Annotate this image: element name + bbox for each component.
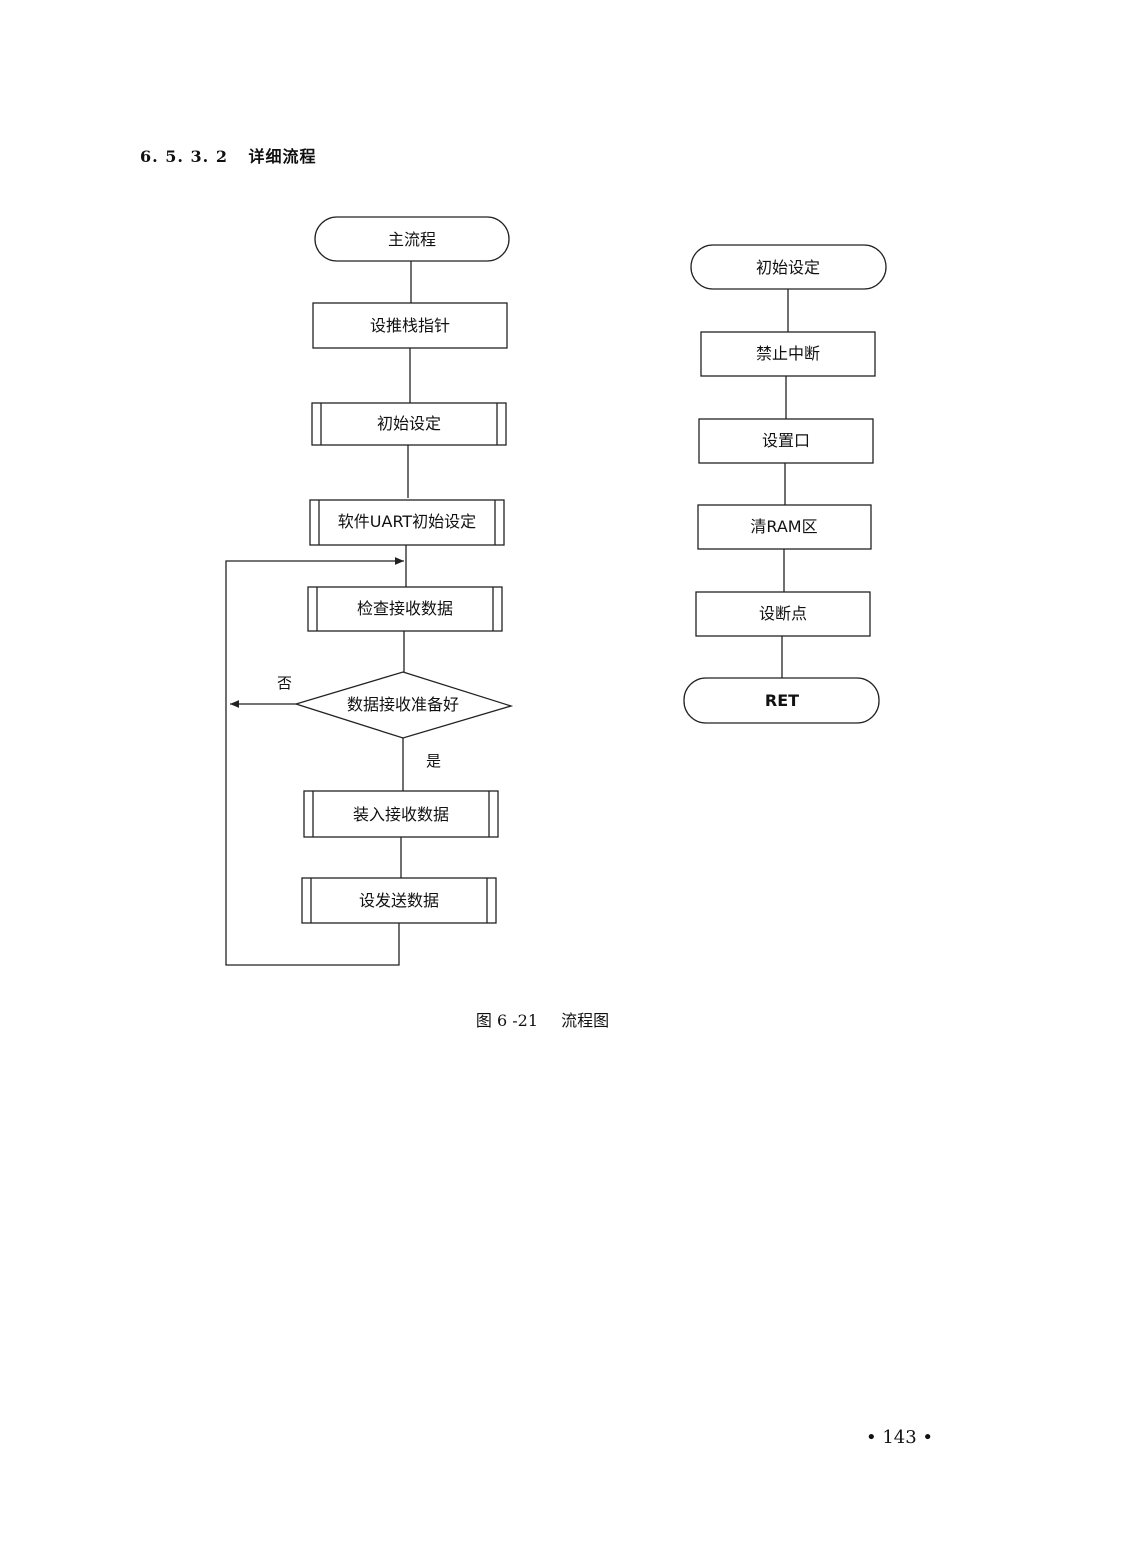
init-end-label: RET <box>765 691 799 710</box>
init-start-terminator: 初始设定 <box>690 244 887 290</box>
subroutine-initial-setup: 初始设定 <box>311 402 507 446</box>
step-set-ports: 设置口 <box>698 418 874 464</box>
step-clear-ram: 清RAM区 <box>697 504 872 550</box>
step-set-stack-pointer-label: 设推栈指针 <box>370 316 450 335</box>
main-start-terminator: 主流程 <box>314 216 510 262</box>
step-set-breakpoint-label: 设断点 <box>759 604 807 623</box>
subroutine-soft-uart-setup-label: 软件UART初始设定 <box>338 512 476 531</box>
figure-number: 图 6 -21 <box>475 1011 538 1030</box>
yes-branch-label: 是 <box>426 752 441 770</box>
step-set-stack-pointer: 设推栈指针 <box>312 302 508 349</box>
step-clear-ram-label: 清RAM区 <box>750 517 817 536</box>
figure-title: 流程图 <box>561 1011 610 1030</box>
page-number: • 143 • <box>866 1427 934 1448</box>
subroutine-set-transmit-label: 设发送数据 <box>359 891 439 910</box>
figure-caption: 图 6 -21 流程图 <box>0 1007 1085 1031</box>
decision-receive-ready: 数据接收准备好 <box>293 671 514 739</box>
main-start-label: 主流程 <box>388 230 436 249</box>
step-disable-interrupts-label: 禁止中断 <box>756 344 820 363</box>
step-set-breakpoint: 设断点 <box>695 591 871 637</box>
step-disable-interrupts: 禁止中断 <box>700 331 876 377</box>
main-flow-connectors <box>225 261 412 966</box>
section-title: 详细流程 <box>248 147 317 166</box>
subroutine-initial-setup-label: 初始设定 <box>377 414 441 433</box>
init-flow-connectors <box>781 289 789 678</box>
decision-receive-ready-label: 数据接收准备好 <box>347 695 459 714</box>
init-start-label: 初始设定 <box>756 258 820 277</box>
subroutine-check-receive: 检查接收数据 <box>307 586 503 632</box>
section-heading: 6. 5. 3. 2 详细流程 <box>140 143 317 167</box>
section-number: 6. 5. 3. 2 <box>140 147 228 166</box>
subroutine-load-receive: 装入接收数据 <box>303 790 499 838</box>
subroutine-soft-uart-setup: 软件UART初始设定 <box>309 499 505 546</box>
no-branch-label: 否 <box>277 674 292 692</box>
step-set-ports-label: 设置口 <box>762 431 810 450</box>
subroutine-set-transmit: 设发送数据 <box>301 877 497 924</box>
init-end-terminator: RET <box>683 677 880 724</box>
subroutine-check-receive-label: 检查接收数据 <box>357 599 453 618</box>
subroutine-load-receive-label: 装入接收数据 <box>353 805 449 824</box>
